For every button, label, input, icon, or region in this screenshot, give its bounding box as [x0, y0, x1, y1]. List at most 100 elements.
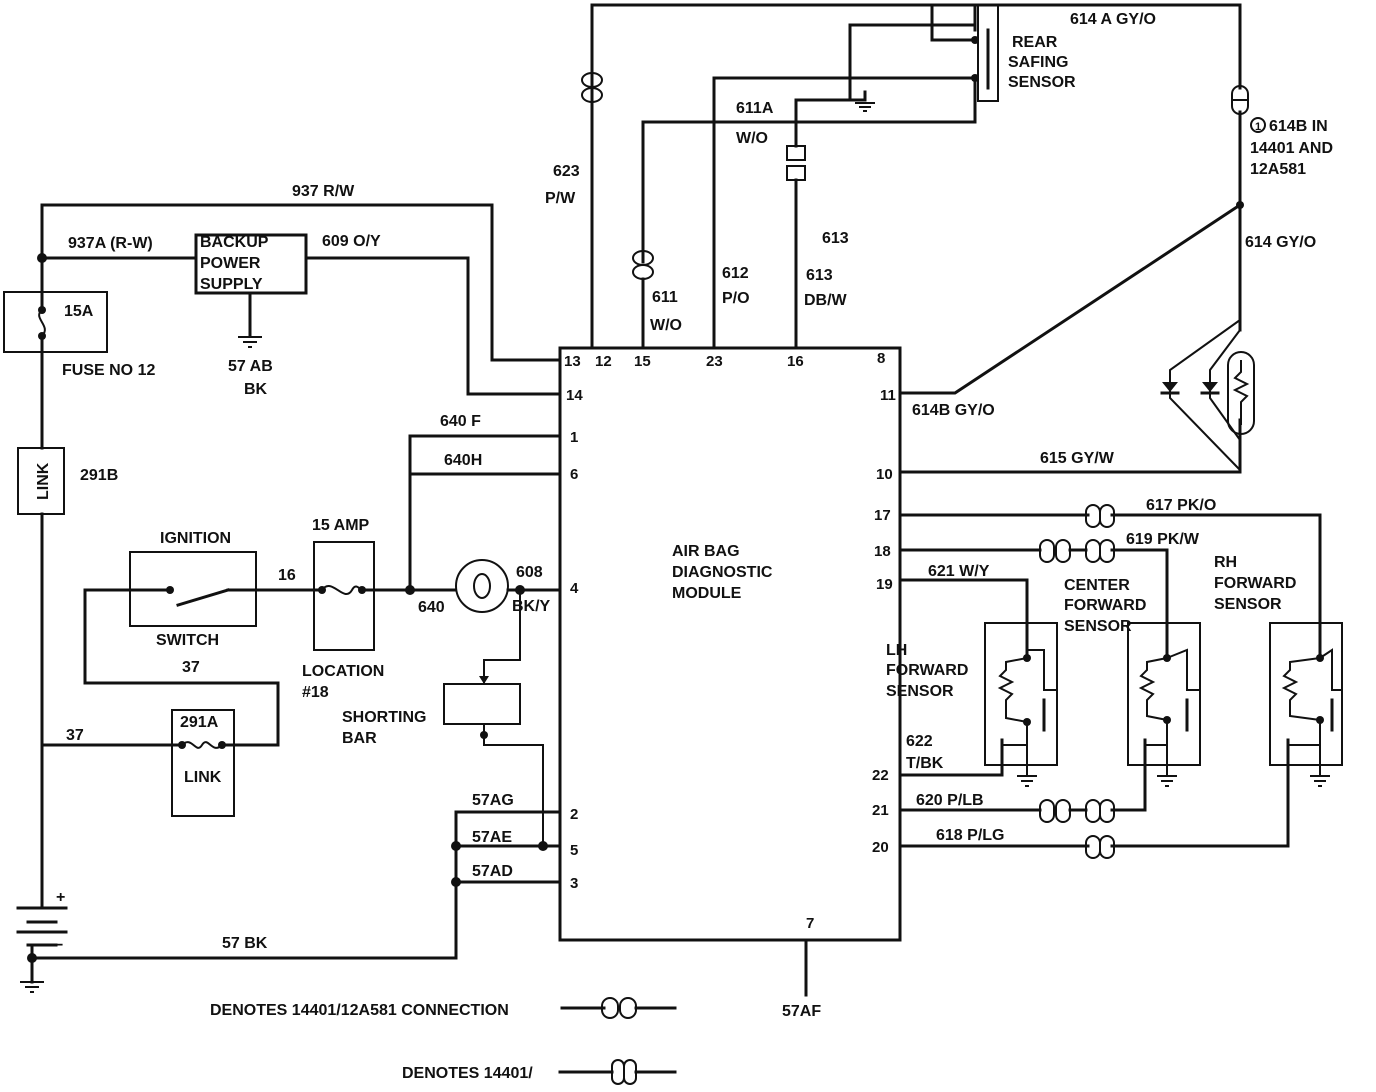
wire-57ab-color: BK — [244, 381, 268, 398]
connector-617 — [1085, 504, 1115, 528]
wire-623-color: P/W — [545, 190, 576, 207]
pin-15: 15 — [634, 353, 651, 370]
wire-16: 16 — [278, 567, 296, 584]
battery-plus: + — [56, 889, 65, 906]
wire-617: 617 PK/O — [1146, 497, 1216, 514]
shorting-label: SHORTING — [342, 709, 426, 726]
legend: DENOTES 14401/12A581 CONNECTION DENOTES … — [210, 997, 677, 1085]
pin-3: 3 — [570, 875, 578, 892]
wire-618: 618 P/LG — [936, 827, 1004, 844]
wire-621: 621 W/Y — [928, 563, 990, 580]
wire-612: 612 — [722, 265, 749, 282]
pin-7: 7 — [806, 915, 814, 932]
wire-623: 623 — [553, 163, 580, 180]
pin-6: 6 — [570, 466, 578, 483]
wire-611-color: W/O — [650, 317, 682, 334]
pin-16: 16 — [787, 353, 804, 370]
air-bag-diagnostic-module: AIR BAG DIAGNOSTIC MODULE — [558, 346, 902, 942]
pin-21: 21 — [872, 802, 889, 819]
fuse-15a: 15A — [64, 303, 94, 320]
wire-57ad: 57AD — [472, 863, 513, 880]
wire-615: 615 GY/W — [1040, 450, 1115, 467]
lh-forward-sensor: LH FORWARD SENSOR — [886, 622, 1058, 787]
rear-safing-circuit: REAR SAFING SENSOR 614 A GY/O 611A W/O 6… — [545, 3, 1249, 350]
module-title-line2: DIAGNOSTIC — [672, 564, 773, 581]
rh-sensor-label-1: RH — [1214, 554, 1237, 571]
battery-minus: − — [54, 937, 63, 954]
wire-57af: 57AF — [782, 1003, 821, 1020]
note-marker: 1 — [1255, 121, 1261, 133]
wire-613-color: DB/W — [804, 292, 848, 309]
lh-sensor-label-1: LH — [886, 642, 907, 659]
wire-619: 619 PK/W — [1126, 531, 1200, 548]
wire-614a: 614 A GY/O — [1070, 11, 1156, 28]
pin-11: 11 — [880, 387, 896, 404]
pin-1: 1 — [570, 429, 578, 446]
pin-17: 17 — [874, 507, 891, 524]
wire-614: 614 GY/O — [1245, 234, 1316, 251]
fuse-no-label: FUSE NO 12 — [62, 362, 155, 379]
backup-label-3: SUPPLY — [200, 276, 263, 293]
rear-safing-label-2: SAFING — [1008, 54, 1068, 71]
rear-safing-label-1: REAR — [1012, 34, 1058, 51]
location-no-label: #18 — [302, 684, 329, 701]
wire-57bk: 57 BK — [222, 935, 268, 952]
wire-612-color: P/O — [722, 290, 750, 307]
note-614b-line3: 12A581 — [1250, 161, 1306, 178]
wire-609: 609 O/Y — [322, 233, 381, 250]
wire-57ab: 57 AB — [228, 358, 273, 375]
pin-23: 23 — [706, 353, 723, 370]
pin11-10-wiring: 614 GY/O 614B GY/O 615 GY/W — [898, 201, 1316, 474]
pin-12: 12 — [595, 353, 612, 370]
pin-20: 20 — [872, 839, 889, 856]
pin-22: 22 — [872, 767, 889, 784]
link-291a-label: LINK — [184, 769, 222, 786]
wire-37b: 37 — [182, 659, 200, 676]
power-circuit: 937 R/W 937A (R-W) BACKUP POWER SUPPLY 6… — [3, 183, 821, 1020]
ignition-label: IGNITION — [160, 530, 231, 547]
wire-57ae: 57AE — [472, 829, 512, 846]
wire-613-top: 613 — [822, 230, 849, 247]
center-sensor-label-2: FORWARD — [1064, 597, 1146, 614]
rear-safing-label-3: SENSOR — [1008, 74, 1076, 91]
backup-label-1: BACKUP — [200, 234, 269, 251]
pin-8: 8 — [877, 350, 885, 367]
wire-608: 608 — [516, 564, 543, 581]
wire-640: 640 — [418, 599, 445, 616]
pin-4: 4 — [570, 580, 579, 597]
pin-5: 5 — [570, 842, 578, 859]
note-614b-line1: 614B IN — [1269, 118, 1328, 135]
wire-608-color: BK/Y — [512, 598, 551, 615]
center-sensor-label-1: CENTER — [1064, 577, 1130, 594]
rh-sensor-label-3: SENSOR — [1214, 596, 1282, 613]
link-291a: 291A — [180, 714, 219, 731]
note-614b-line2: 14401 AND — [1250, 140, 1333, 157]
switch-label: SWITCH — [156, 632, 219, 649]
module-pin-labels: 13 12 15 23 16 8 14 1 6 4 2 5 3 11 10 17… — [564, 350, 896, 932]
wire-611a: 611A — [736, 100, 774, 117]
location-label: LOCATION — [302, 663, 384, 680]
rh-sensor-label-2: FORWARD — [1214, 575, 1296, 592]
wire-614b: 614B GY/O — [912, 402, 995, 419]
connector-619 — [1039, 539, 1115, 563]
connector-620 — [1039, 799, 1115, 823]
wire-291b: 291B — [80, 467, 118, 484]
note-614b: 1 614B IN 14401 AND 12A581 — [1250, 117, 1333, 178]
forward-sensor-wiring: 617 PK/O 619 PK/W 621 W/Y 622 T/BK 620 P… — [898, 497, 1322, 859]
rh-forward-sensor: RH FORWARD SENSOR — [1214, 554, 1343, 787]
wire-640h: 640H — [444, 452, 482, 469]
wire-622-color: T/BK — [906, 755, 944, 772]
legend-connection2-label: DENOTES 14401/ — [402, 1065, 533, 1082]
connector-618 — [1085, 835, 1115, 859]
legend-connection-label: DENOTES 14401/12A581 CONNECTION — [210, 1002, 509, 1019]
wire-937: 937 R/W — [292, 183, 355, 200]
wire-611a-color: W/O — [736, 130, 768, 147]
pin-10: 10 — [876, 466, 893, 483]
module-title-line3: MODULE — [672, 585, 742, 602]
pin-18: 18 — [874, 543, 891, 560]
lh-sensor-label-2: FORWARD — [886, 662, 968, 679]
center-forward-sensor: CENTER FORWARD SENSOR — [1064, 577, 1201, 787]
wire-37: 37 — [66, 727, 84, 744]
pin-19: 19 — [876, 576, 893, 593]
